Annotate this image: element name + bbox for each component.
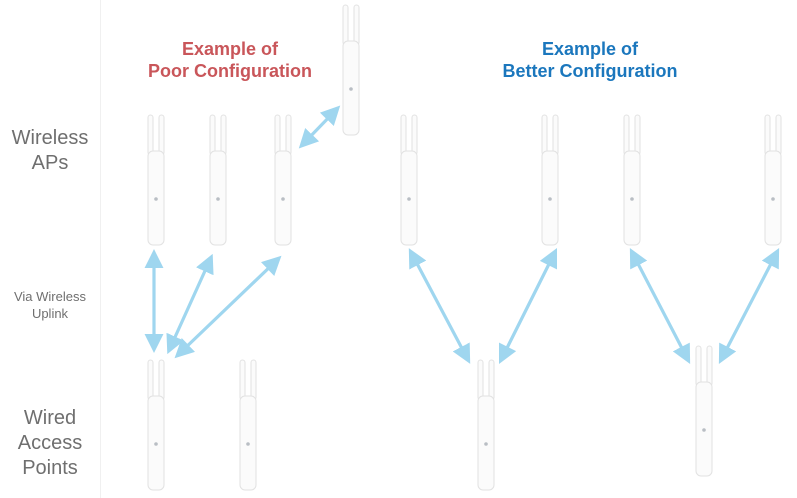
- access-point-icon-ap-poor-1: [147, 114, 165, 246]
- row-label-wired-access-points: Wired Access Points: [17, 407, 83, 479]
- access-point-icon-ap-poor-4-remote: [342, 4, 360, 136]
- access-point-icon-ap-poor-3: [274, 114, 292, 246]
- access-point-icon-ap-better-4: [764, 114, 782, 246]
- access-point-icon-ap-poor-2: [209, 114, 227, 246]
- wireless-link-arrow-icon-link-better-wired2-ap4: [718, 248, 780, 364]
- access-point-icon-ap-better-1: [400, 114, 418, 246]
- row-label-via-wireless-uplink: Via Wireless Uplink: [13, 289, 86, 321]
- wireless-link-arrow-icon-link-better-wired2-ap3: [629, 248, 691, 364]
- wireless-link-arrow-icon-link-better-wired1-ap2: [498, 247, 558, 365]
- access-point-icon-wired-ap-poor-2: [239, 359, 257, 491]
- access-point-icon-wired-ap-better-1: [477, 359, 495, 491]
- access-point-icon-wired-ap-better-2: [695, 345, 713, 477]
- wireless-link-arrow-icon-link-poor-wired1-ap3: [174, 255, 282, 359]
- wireless-link-arrow-icon-link-better-wired1-ap1: [408, 248, 471, 364]
- wireless-link-arrow-icon-link-poor-ap3-ap4: [298, 105, 341, 149]
- column-divider: [100, 0, 101, 498]
- better-configuration-title: Example of Better Configuration: [502, 39, 678, 81]
- poor-configuration-title: Example of Poor Configuration: [148, 39, 312, 81]
- access-point-icon-wired-ap-poor-1: [147, 359, 165, 491]
- access-point-icon-ap-better-3: [623, 114, 641, 246]
- row-label-wireless-aps: Wireless APs: [11, 127, 89, 174]
- access-point-icon-ap-better-2: [541, 114, 559, 246]
- wireless-link-arrow-icon-link-poor-wired1-ap2: [166, 253, 214, 355]
